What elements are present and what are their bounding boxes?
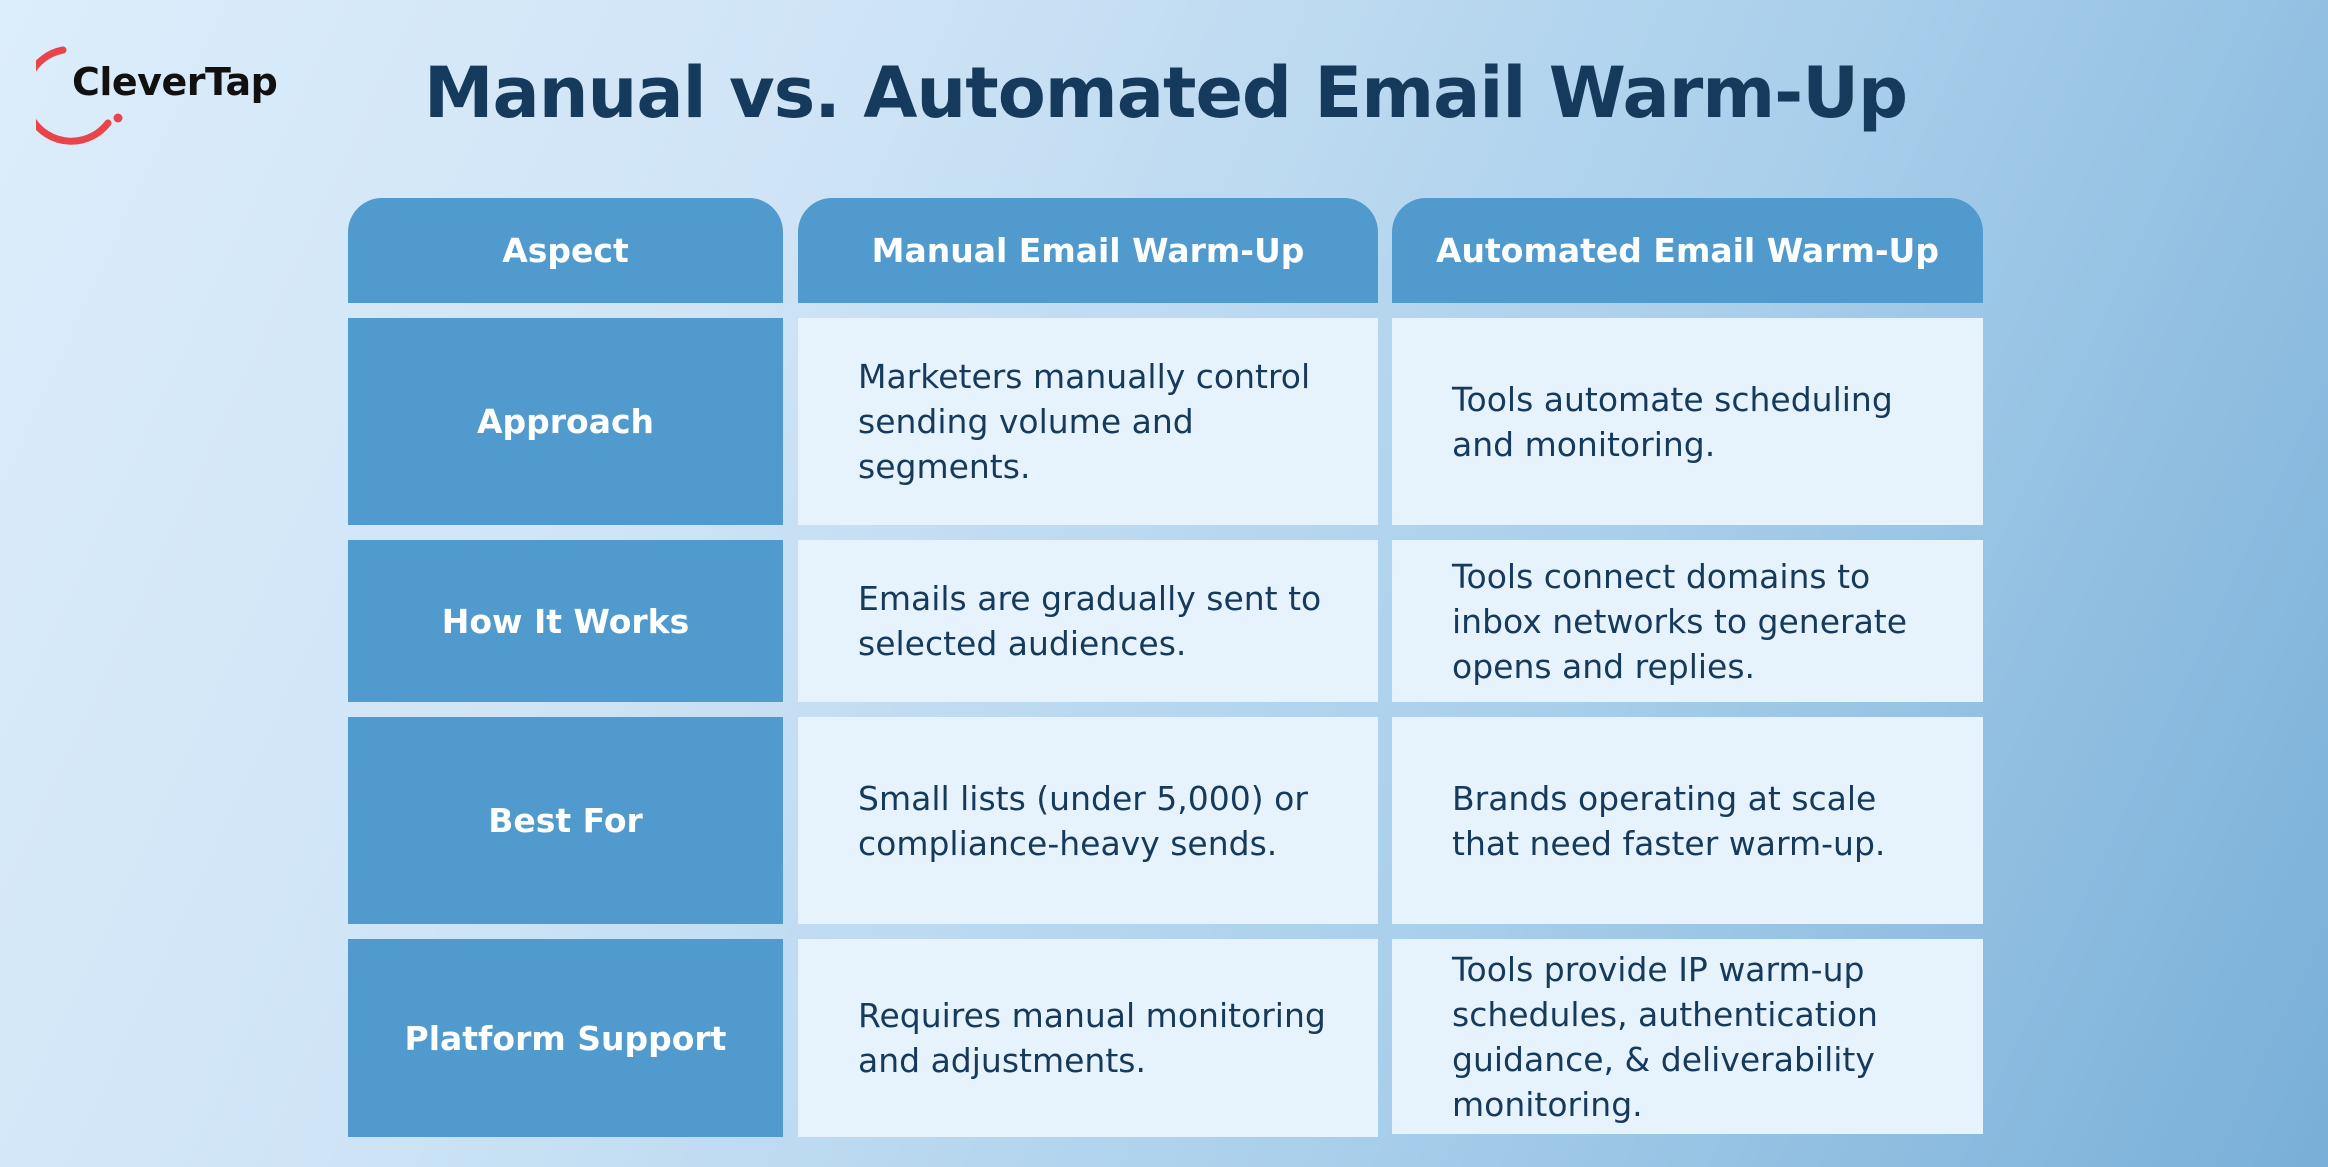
- cell-approach-manual: Marketers manually control sending volum…: [798, 318, 1378, 525]
- clevertap-logo: CleverTap: [36, 38, 296, 145]
- row-label-best-for: Best For: [348, 717, 783, 924]
- cell-text: Tools provide IP warm-up schedules, auth…: [1452, 949, 1878, 1124]
- cell-text: Brands operating at scale that need fast…: [1452, 778, 1886, 863]
- row-label-approach: Approach: [348, 318, 783, 525]
- cell-how-it-works-automated: Tools connect domains to inbox networks …: [1392, 540, 1983, 702]
- cell-text: Tools connect domains to inbox networks …: [1452, 556, 1908, 686]
- cell-text: Tools automate scheduling and monitoring…: [1452, 379, 1893, 464]
- row-label-how-it-works: How It Works: [348, 540, 783, 702]
- logo-arc-icon: [36, 46, 123, 145]
- cell-text: Emails are gradually sent to selected au…: [858, 579, 1322, 663]
- cell-text: Requires manual monitoring and adjustmen…: [858, 996, 1326, 1080]
- cell-approach-automated: Tools automate scheduling and monitoring…: [1392, 318, 1983, 525]
- cell-platform-support-manual: Requires manual monitoring and adjustmen…: [798, 939, 1378, 1137]
- cell-platform-support-automated: Tools provide IP warm-up schedules, auth…: [1392, 939, 1983, 1134]
- cell-best-for-automated: Brands operating at scale that need fast…: [1392, 717, 1983, 924]
- header-manual: Manual Email Warm-Up: [798, 198, 1378, 303]
- logo-text: CleverTap: [72, 60, 278, 104]
- cell-how-it-works-manual: Emails are gradually sent to selected au…: [798, 540, 1378, 702]
- cell-best-for-manual: Small lists (under 5,000) or compliance-…: [798, 717, 1378, 924]
- cell-text: Marketers manually control sending volum…: [858, 357, 1311, 486]
- header-automated: Automated Email Warm-Up: [1392, 198, 1983, 303]
- cell-text: Small lists (under 5,000) or compliance-…: [858, 778, 1308, 863]
- header-aspect: Aspect: [348, 198, 783, 303]
- page-title: Manual vs. Automated Email Warm-Up: [423, 52, 1908, 134]
- row-label-platform-support: Platform Support: [348, 939, 783, 1137]
